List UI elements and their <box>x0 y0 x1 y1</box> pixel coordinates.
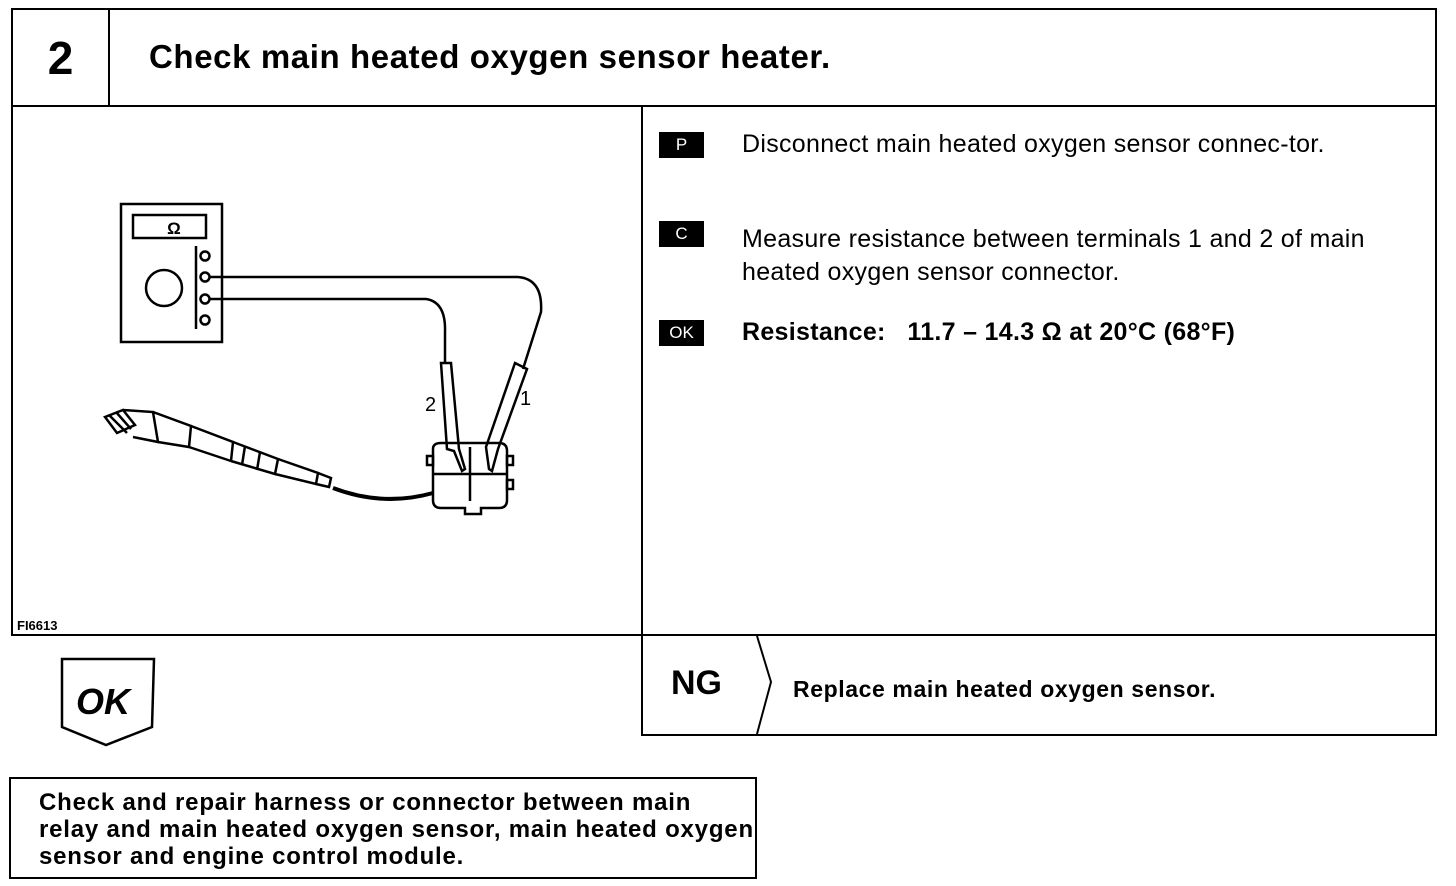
illustration-panel: Ω 2 1 FI6613 <box>11 105 643 636</box>
ohm-symbol: Ω <box>167 219 181 238</box>
instruction-measure: Measure resistance between terminals 1 a… <box>742 225 1365 286</box>
badge-ok: OK <box>659 320 704 346</box>
badge-check: C <box>659 221 704 247</box>
probe-2 <box>439 361 467 473</box>
ng-chevron-icon <box>756 636 773 734</box>
ok-arrow-icon <box>60 657 156 747</box>
probe-label-1: 1 <box>520 388 531 410</box>
ng-result-box: NG Replace main heated oxygen sensor. <box>641 634 1437 736</box>
ok-action: Check and repair harness or connector be… <box>39 789 754 870</box>
ohmmeter-display <box>131 213 208 240</box>
ok-action-box: Check and repair harness or connector be… <box>9 777 757 879</box>
probe-1 <box>484 361 529 474</box>
test-lead-2 <box>210 297 447 362</box>
probe-label-2: 2 <box>425 394 436 416</box>
test-lead-1 <box>210 275 543 370</box>
step-header: 2 Check main heated oxygen sensor heater… <box>11 8 1437 107</box>
badge-prepare: P <box>659 132 704 158</box>
instruction-disconnect: Disconnect main heated oxygen sensor con… <box>742 130 1325 158</box>
instruction-panel: P Disconnect main heated oxygen sensor c… <box>641 105 1437 636</box>
figure-id: FI6613 <box>17 618 58 633</box>
ohmmeter-dial <box>144 268 184 308</box>
step-title: Check main heated oxygen sensor heater. <box>149 38 831 75</box>
connector <box>431 441 509 516</box>
oxygen-sensor <box>103 408 137 435</box>
ohmmeter-body <box>119 202 224 344</box>
step-number: 2 <box>13 10 110 105</box>
ng-action: Replace main heated oxygen sensor. <box>793 676 1217 702</box>
ohmmeter-sensor-diagram: Ω 2 1 <box>103 202 543 516</box>
ng-label: NG <box>671 664 722 702</box>
ok-label: OK <box>76 681 130 722</box>
resistance-spec: Resistance: 11.7 – 14.3 Ω at 20°C (68°F) <box>742 318 1236 346</box>
